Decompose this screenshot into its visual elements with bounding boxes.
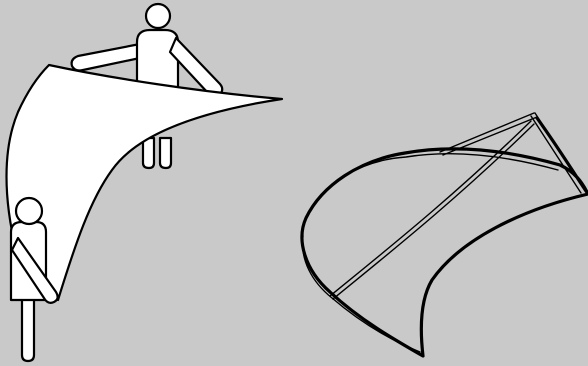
person-top-head [146,4,170,28]
person-top-leg-left [143,138,154,168]
person-top-leg-right [160,138,171,168]
person-bottom-head [16,198,42,224]
person-bottom-leg [22,296,34,361]
